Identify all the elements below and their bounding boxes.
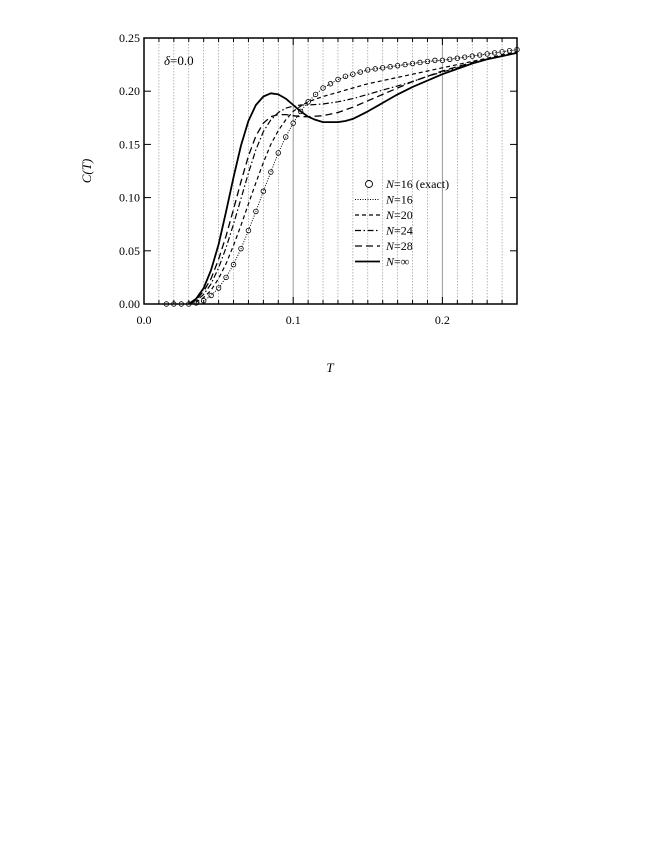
legend: N=16 (exact) N=16N=20N=24N=28N=∞: [355, 177, 449, 269]
series-n-20: [188, 51, 518, 305]
data-point: [454, 55, 461, 61]
series-line: [188, 52, 518, 305]
data-point: [417, 59, 423, 66]
x-axis-label: T: [326, 360, 334, 375]
data-series: [163, 47, 520, 307]
y-tick-label: 0.05: [119, 244, 140, 258]
y-tick-label: 0.15: [119, 137, 140, 151]
data-point: [380, 65, 386, 71]
legend-label: N=16 (exact): [385, 177, 449, 191]
data-point: [402, 61, 408, 68]
series-line: [188, 51, 518, 305]
data-point: [499, 49, 505, 55]
series-n-28: [188, 52, 518, 305]
y-tick-label: 0.20: [119, 84, 140, 98]
legend-label: N=24: [385, 224, 413, 238]
data-point: [439, 57, 446, 64]
data-point: [469, 53, 475, 59]
data-point: [424, 58, 431, 65]
axis-ticks: [143, 37, 518, 305]
data-point: [342, 73, 349, 80]
data-point: [365, 67, 371, 73]
legend-label: N=16: [385, 193, 413, 207]
legend-item: N=16 (exact): [365, 177, 449, 191]
data-point: [491, 50, 498, 56]
data-point: [409, 60, 416, 67]
data-point: [372, 66, 378, 72]
plot-frame: [143, 37, 518, 305]
data-point: [447, 56, 453, 62]
x-tick-label: 0.2: [435, 313, 450, 327]
y-tick-label: 0.00: [119, 297, 140, 311]
series-line: [188, 52, 518, 305]
data-point: [387, 64, 393, 70]
y-axis-label: C(T): [79, 159, 94, 184]
legend-label: N=28: [385, 239, 413, 253]
y-tick-labels: 0.00 0.05 0.10 0.15 0.20 0.25: [119, 31, 140, 311]
data-point: [260, 188, 267, 194]
y-tick-label: 0.25: [119, 31, 140, 45]
x-tick-labels: 0.0 0.1 0.2: [137, 313, 450, 327]
data-point: [245, 227, 252, 234]
legend-label: N=20: [385, 208, 413, 222]
data-point: [327, 81, 334, 87]
data-point: [290, 120, 296, 126]
series-line: [188, 52, 518, 305]
legend-label: N=∞: [385, 255, 409, 269]
legend-item: N=20: [355, 208, 413, 222]
series-n-24: [188, 52, 518, 305]
data-point: [484, 51, 490, 57]
y-tick-label: 0.10: [119, 191, 140, 205]
x-tick-label: 0.0: [137, 313, 152, 327]
series-n-16: [188, 49, 518, 305]
delta-annotation: δ=0.0: [164, 53, 194, 68]
series-n-16-exact-: [163, 47, 520, 307]
data-point: [462, 54, 468, 60]
data-point: [357, 69, 364, 75]
data-point: [208, 292, 214, 299]
circle-marker-icon: [365, 180, 373, 188]
legend-item: N=16: [355, 193, 413, 207]
data-point: [477, 52, 483, 58]
legend-item: N=24: [355, 224, 413, 238]
legend-item: N=∞: [355, 255, 409, 269]
x-tick-label: 0.1: [286, 313, 301, 327]
series-line: [188, 49, 518, 305]
series-n-: [188, 52, 518, 305]
data-point: [432, 57, 438, 64]
data-point: [394, 62, 401, 69]
vertical-gridlines: [158, 38, 503, 304]
legend-item: N=28: [355, 239, 413, 253]
